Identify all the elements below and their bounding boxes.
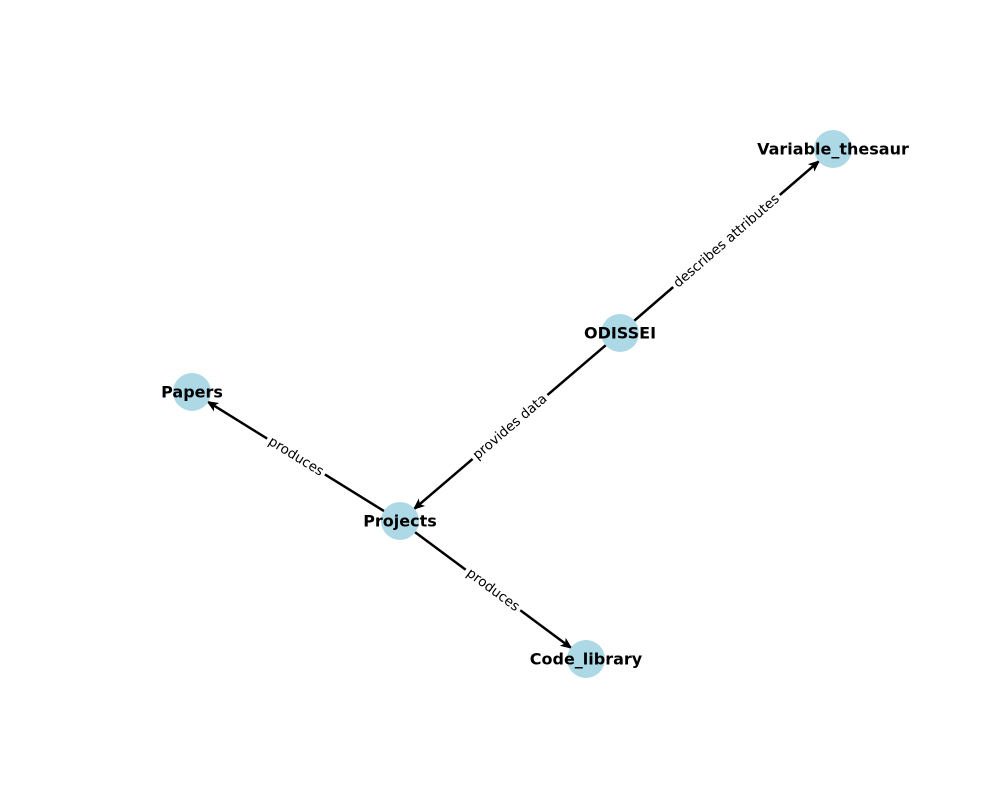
edge-label-describes-attributes: describes attributes [667,188,786,294]
node-projects: Projects [363,502,437,540]
edge-label-text: describes attributes [670,191,782,291]
node-label: Variable_thesaur [757,140,909,159]
node-papers: Papers [161,373,223,411]
node-label: Papers [161,383,223,402]
edge-labels-layer: describes attributes provides data produce… [262,188,786,618]
edge-label-text: produces [265,433,326,479]
node-circle [381,502,419,540]
node-odissei: ODISSEI [584,314,656,352]
edge-label-background [466,388,554,466]
edge-label-background [262,430,330,483]
edge-label-background [460,562,526,618]
edge-label-produces: produces [460,562,526,618]
node-variable-thesaur: Variable_thesaur [757,130,909,168]
node-label: Code_library [530,650,643,669]
edge-label-text: provides data [470,391,551,463]
node-circle [601,314,639,352]
node-circle [567,640,605,678]
edge-label-text: produces [463,565,522,615]
node-code-library: Code_library [530,640,643,678]
edge-label-produces: produces [262,430,330,483]
edge-label-background [667,188,786,294]
node-circle [173,373,211,411]
node-label: Projects [363,512,437,531]
edge-label-provides-data: provides data [466,388,554,466]
node-label: ODISSEI [584,324,656,343]
node-circle [814,130,852,168]
